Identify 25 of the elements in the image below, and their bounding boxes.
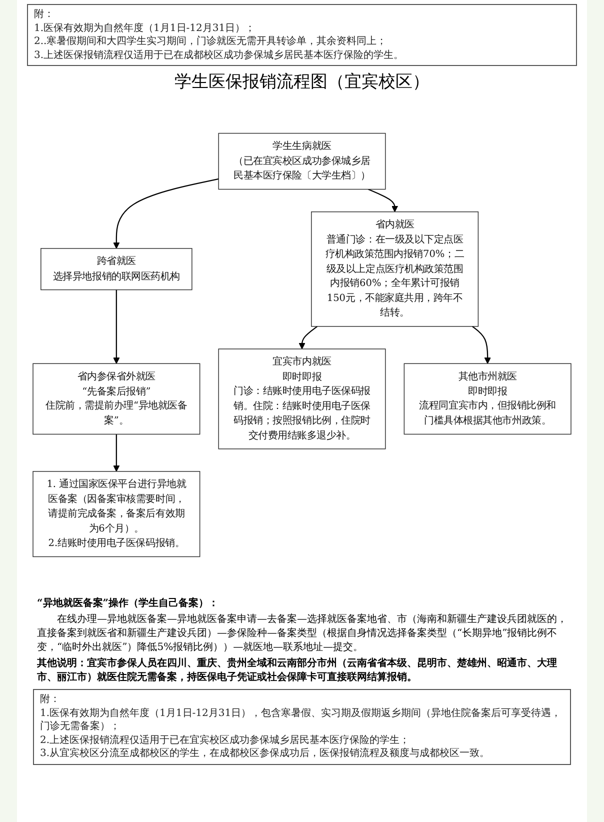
- process-box: 宜宾市内就医 即时即报 门诊：结账时使用电子医保码报销。住院：结账时使用电子医保码报销；按照报销比例，住院时交付费用结账多退少补。: [218, 348, 386, 450]
- section-heading: “异地就医备案”操作（学生自己备案）：: [37, 597, 220, 611]
- note-heading: 附：: [40, 693, 61, 706]
- process-box: 其他市州就医 即时即报 流程同宜宾市内，但报销比例和门槛具体根据其他市州政策。: [404, 363, 572, 435]
- process-box: 1. 通过国家医保平台进行异地就医备案（因备案审核需要时间，请提前完成备案，备案后有效期为6个月）。 2.结账时使用电子医保码报销。: [32, 471, 200, 558]
- note-line: 3.从宜宾校区分流至成都校区的学生，在成都校区参保成功后，医保报销流程及额度与成都校区一致。: [40, 747, 491, 760]
- note-heading: 附：: [34, 8, 55, 22]
- note-line: 3.上述医保报销流程仅适用于已在成都校区成功参保城乡居民基本医疗保险的学生。: [34, 48, 405, 62]
- note-line: 2..寒暑假期间和大四学生实习期间，门诊就医无需开具转诊单，其余资料同上；: [34, 35, 388, 48]
- arrow: [113, 434, 120, 472]
- diagram-title: 学生医保报销流程图（宜宾校区）: [174, 71, 430, 93]
- arrow: [298, 326, 318, 350]
- paragraph: 其他说明：宜宾市参保人员在四川、重庆、贵州全域和云南部分市州（云南省省本级、昆明市、楚雄州、昭通市、大理市、丽江市）就医住院无需备案，持医保电子凭证或社会保障卡可直接联网结算报销。: [37, 657, 558, 685]
- process-box: 省内就医 普通门诊：在一级及以下定点医疗机构政策范围内报销70%；二级及以上定点医疗机构政策范围内报销60%；全年累计可报销150元，不能家庭共用，跨年不结转。: [311, 211, 479, 327]
- paragraph: 在线办理—异地就医备案—异地就医备案申请—去备案—选择就医备案地省、市（海南和新疆生产建设兵团就医的，直接备案到就医省和新疆生产建设兵团）—参保险种—备案类型（根据自身情况选择备案类型（“长期异地”报销比例不变，“临时外出就医”）降低5%报销比例））—就医地—联系地址—提交。: [37, 613, 567, 655]
- arrow: [113, 178, 219, 249]
- process-box: 省内参保省外就医 “先备案后报销” 住院前，需提前办理“异地就医备案”。: [32, 363, 200, 435]
- process-box: 跨省就医 选择异地报销的联网医药机构: [40, 248, 192, 290]
- arrow: [472, 326, 491, 364]
- process-box: 学生生病就医 （已在宜宾校区成功参保城乡居民基本医疗保险〔大学生档〕）: [218, 132, 386, 190]
- arrow: [368, 188, 398, 212]
- note-line: 2.上述医保报销流程仅适用于已在宜宾校区成功参保城乡居民基本医疗保险的学生；: [40, 734, 411, 747]
- arrow: [113, 290, 120, 364]
- note-line: 1.医保有效期为自然年度（1月1日-12月31日），包含寒暑假、实习期及假期返乡期间（异地住院备案后可享受待遇，门诊无需备案）；: [40, 706, 562, 734]
- note-line: 1.医保有效期为自然年度（1月1日-12月31日）；: [34, 22, 256, 35]
